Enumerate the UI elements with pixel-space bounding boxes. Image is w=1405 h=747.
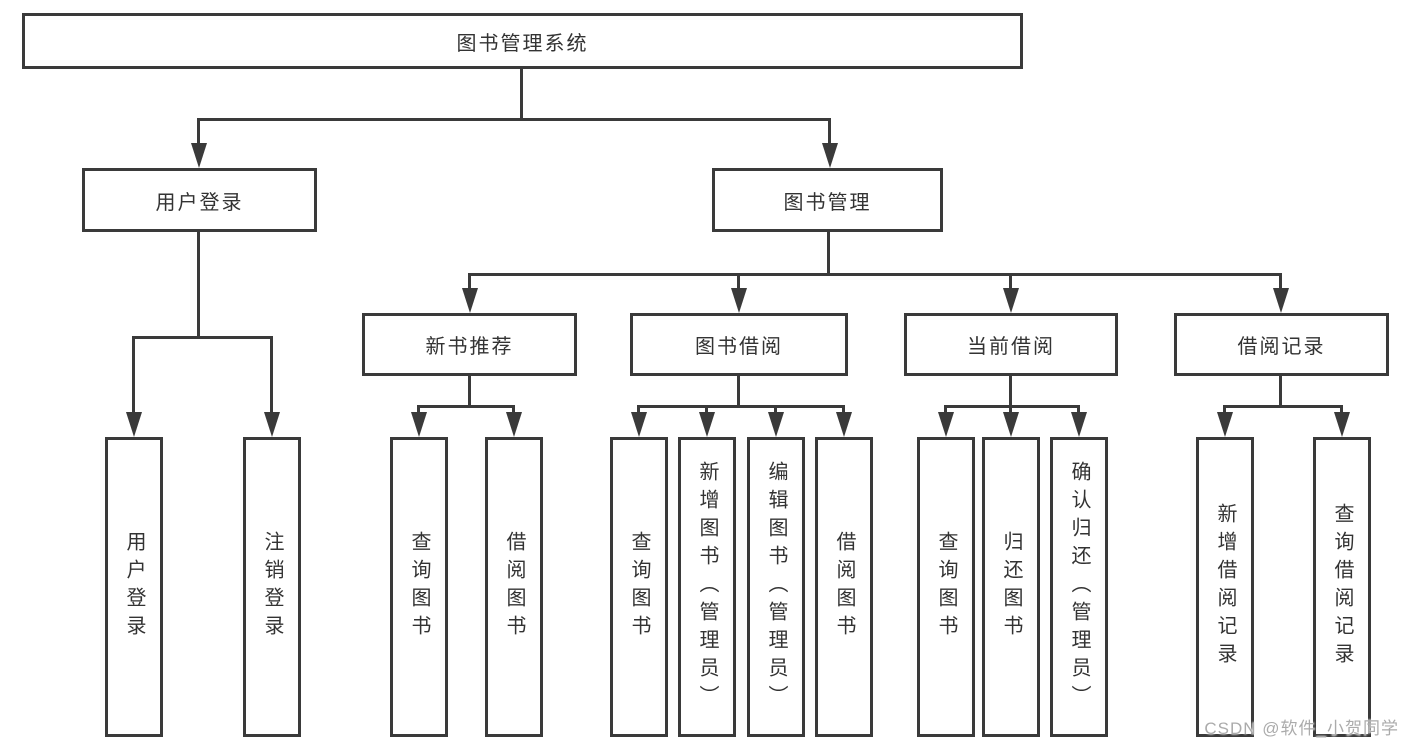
connector-line: [827, 232, 830, 273]
leaf-query-book: 查询图书: [610, 437, 668, 737]
connector-line: [132, 336, 273, 339]
arrow-down-icon: [1071, 412, 1087, 437]
arrow-down-icon: [731, 288, 747, 313]
connector-line: [828, 118, 831, 145]
leaf-user-login: 用户登录: [105, 437, 163, 737]
arrow-down-icon: [1003, 412, 1019, 437]
leaf-query-book-label: 查询图书: [408, 531, 430, 643]
arrow-down-icon: [1003, 288, 1019, 313]
connector-line: [1009, 273, 1012, 291]
arrow-down-icon: [631, 412, 647, 437]
arrow-down-icon: [699, 412, 715, 437]
connector-line: [197, 232, 200, 336]
node-new-book-recommend: 新书推荐: [362, 313, 577, 376]
connector-line: [468, 273, 471, 291]
leaf-query-borrow-record-label: 查询借阅记录: [1331, 503, 1353, 671]
node-current-borrow-label: 当前借阅: [967, 336, 1055, 358]
leaf-logout: 注销登录: [243, 437, 301, 737]
arrow-down-icon: [191, 143, 207, 168]
node-user-login-label: 用户登录: [155, 191, 244, 214]
arrow-down-icon: [1273, 288, 1289, 313]
leaf-confirm-return-admin-label: 确认归还（管理员）: [1068, 461, 1090, 713]
connector-line: [1279, 273, 1282, 291]
connector-line: [512, 405, 515, 415]
arrow-down-icon: [938, 412, 954, 437]
arrow-down-icon: [411, 412, 427, 437]
connector-line: [737, 376, 740, 405]
connector-line: [637, 405, 845, 408]
connector-line: [1009, 376, 1012, 405]
leaf-logout-label: 注销登录: [261, 531, 283, 643]
leaf-query-borrow-record: 查询借阅记录: [1313, 437, 1371, 737]
node-borrow-record-label: 借阅记录: [1237, 336, 1326, 358]
connector-line: [637, 405, 640, 415]
node-book-borrow: 图书借阅: [630, 313, 848, 376]
leaf-query-book: 查询图书: [390, 437, 448, 737]
node-book-management-label: 图书管理: [783, 191, 872, 214]
leaf-user-login-label: 用户登录: [123, 531, 145, 643]
node-new-book-recommend-label: 新书推荐: [425, 336, 514, 358]
connector-line: [1223, 405, 1226, 415]
leaf-add-book-admin: 新增图书（管理员）: [678, 437, 736, 737]
arrow-down-icon: [264, 412, 280, 437]
node-root-label: 图书管理系统: [456, 32, 589, 55]
connector-line: [737, 273, 740, 291]
connector-line: [197, 118, 831, 121]
connector-line: [1223, 405, 1343, 408]
csdn-watermark: CSDN @软件_小贺同学: [1204, 719, 1399, 738]
node-book-borrow-label: 图书借阅: [695, 336, 783, 358]
connector-line: [1009, 405, 1012, 415]
connector-line: [1077, 405, 1080, 415]
node-borrow-record: 借阅记录: [1174, 313, 1389, 376]
leaf-borrow-book-label: 借阅图书: [503, 531, 525, 643]
node-book-management: 图书管理: [712, 168, 943, 232]
connector-line: [520, 69, 523, 118]
leaf-add-borrow-record-label: 新增借阅记录: [1214, 503, 1236, 671]
connector-line: [842, 405, 845, 415]
connector-line: [944, 405, 1080, 408]
connector-line: [774, 405, 777, 415]
arrow-down-icon: [836, 412, 852, 437]
connector-line: [1279, 376, 1282, 405]
arrow-down-icon: [1334, 412, 1350, 437]
arrow-down-icon: [462, 288, 478, 313]
connector-line: [944, 405, 947, 415]
arrow-down-icon: [1217, 412, 1233, 437]
leaf-edit-book-admin: 编辑图书（管理员）: [747, 437, 805, 737]
leaf-query-book-label: 查询图书: [935, 531, 957, 643]
leaf-add-book-admin-label: 新增图书（管理员）: [696, 461, 718, 713]
leaf-borrow-book: 借阅图书: [815, 437, 873, 737]
connector-line: [197, 118, 200, 145]
connector-line: [132, 336, 135, 416]
arrow-down-icon: [126, 412, 142, 437]
leaf-borrow-book: 借阅图书: [485, 437, 543, 737]
arrow-down-icon: [768, 412, 784, 437]
leaf-edit-book-admin-label: 编辑图书（管理员）: [765, 461, 787, 713]
leaf-query-book: 查询图书: [917, 437, 975, 737]
leaf-confirm-return-admin: 确认归还（管理员）: [1050, 437, 1108, 737]
leaf-return-book-label: 归还图书: [1000, 531, 1022, 643]
node-root: 图书管理系统: [22, 13, 1023, 69]
connector-line: [417, 405, 420, 415]
connector-line: [468, 273, 1282, 276]
leaf-query-book-label: 查询图书: [628, 531, 650, 643]
leaf-add-borrow-record: 新增借阅记录: [1196, 437, 1254, 737]
connector-line: [468, 376, 471, 405]
leaf-return-book: 归还图书: [982, 437, 1040, 737]
connector-line: [1340, 405, 1343, 415]
connector-line: [705, 405, 708, 415]
node-current-borrow: 当前借阅: [904, 313, 1118, 376]
arrow-down-icon: [822, 143, 838, 168]
leaf-borrow-book-label: 借阅图书: [833, 531, 855, 643]
connector-line: [417, 405, 515, 408]
arrow-down-icon: [506, 412, 522, 437]
node-user-login: 用户登录: [82, 168, 317, 232]
connector-line: [270, 336, 273, 416]
